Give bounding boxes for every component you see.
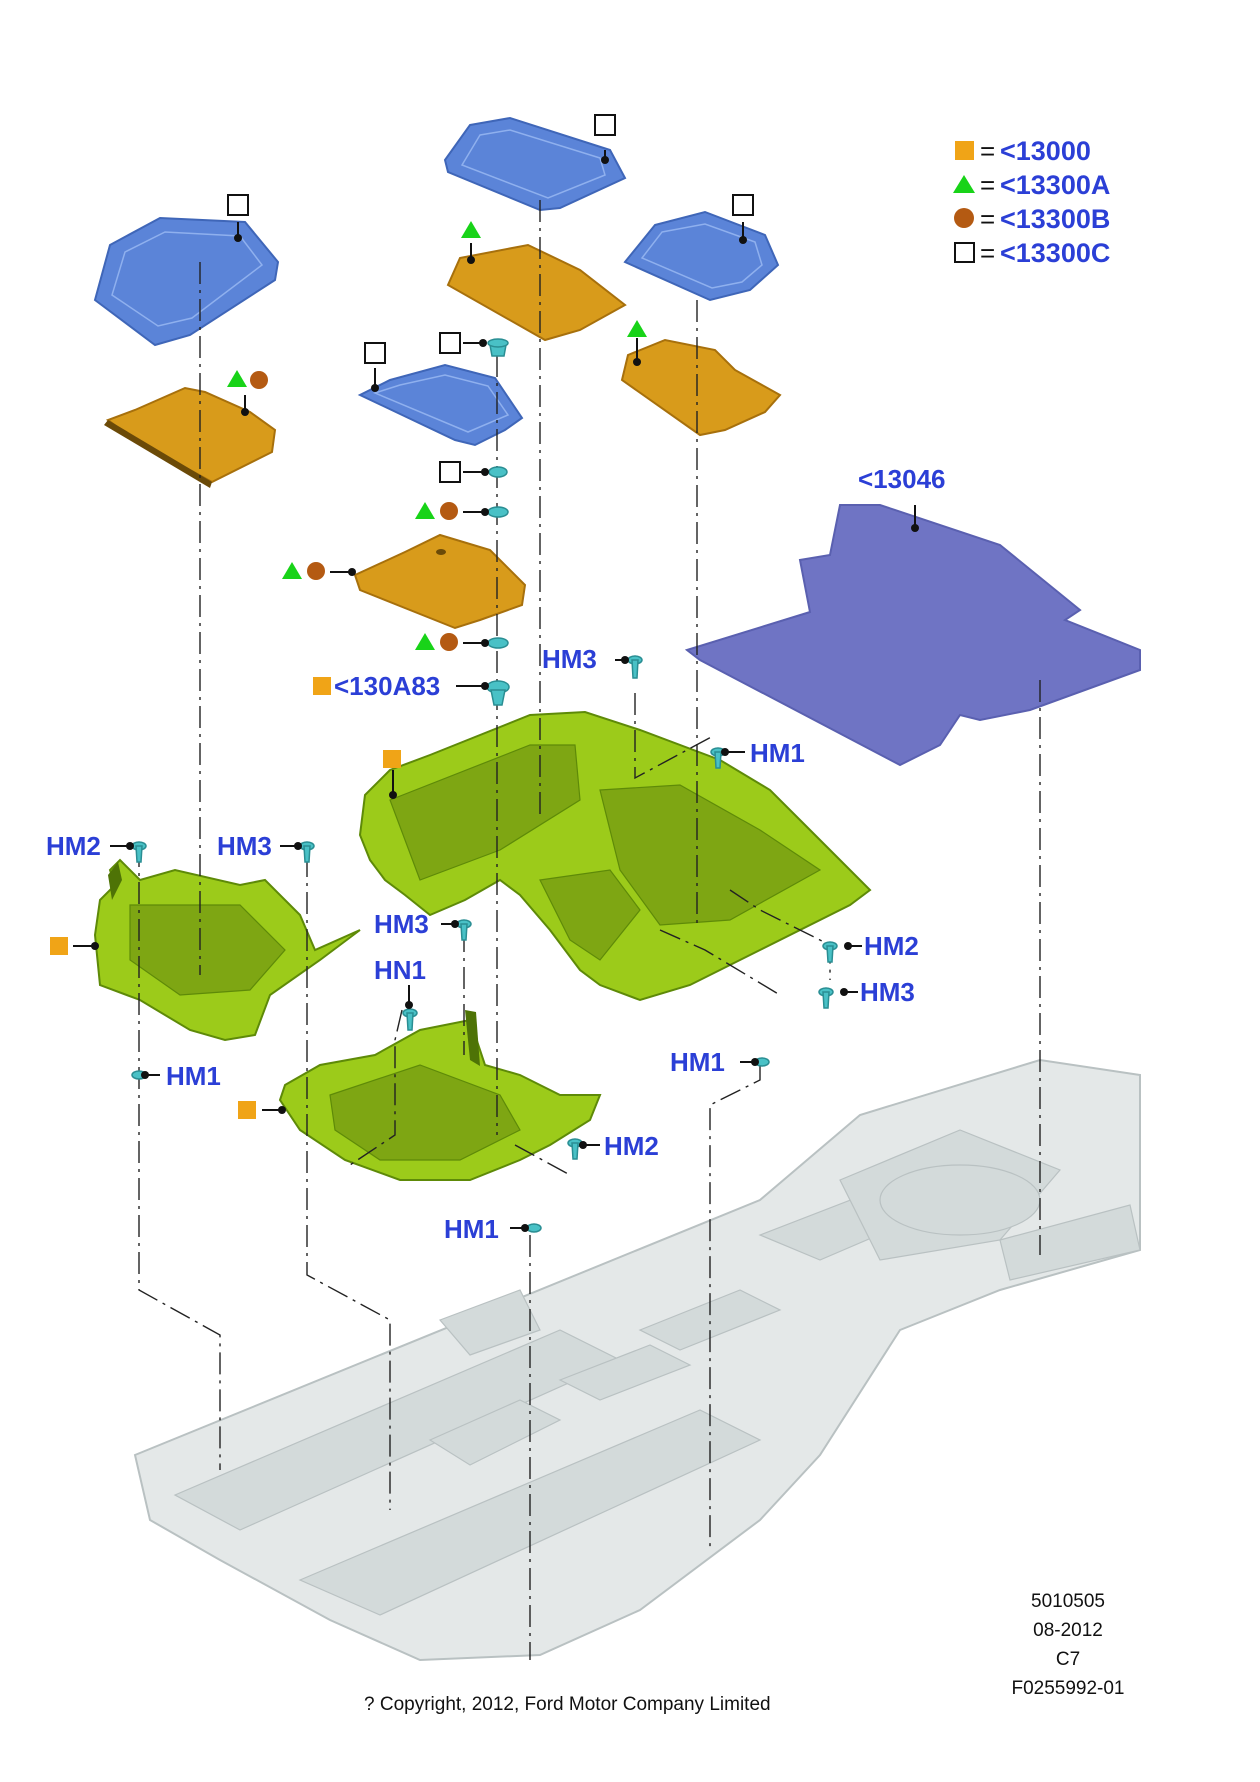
marker-triangle-green [415, 633, 435, 650]
markers [50, 114, 754, 1119]
blue-mat-center-top [443, 116, 627, 212]
label-hm3: HM3 [374, 909, 429, 939]
footer: ? Copyright, 2012, Ford Motor Company Li… [364, 1591, 1125, 1715]
marker-square-white [364, 342, 386, 364]
marker-triangle-green [627, 320, 647, 337]
orange-mat-front-left [104, 386, 277, 488]
marker-square-orange [50, 937, 68, 955]
legend: = <13000 = <13300A = <13300B = <13300C [953, 136, 1110, 268]
legend-code-13000: <13000 [1000, 136, 1091, 166]
label-hm1: HM1 [444, 1214, 499, 1244]
label-trunk-mat: <13046 [858, 464, 945, 494]
assembly-lines [138, 200, 1041, 1660]
legend-code-13300b: <13300B [1000, 204, 1110, 234]
marker-triangle-green [415, 502, 435, 519]
label-fastener-130a83: <130A83 [334, 671, 440, 701]
orange-mat-rear-right [620, 338, 782, 437]
orange-mat-center-top [446, 243, 627, 342]
ref-code: C7 [1056, 1649, 1080, 1670]
marker-square-white [594, 114, 616, 136]
leader-lines [73, 150, 919, 1232]
marker-square-orange [383, 750, 401, 768]
figure-id: F0255992-01 [1011, 1678, 1124, 1699]
callouts: <13046 <130A83 HM3 HM1 HM2 HM3 HM3 HN1 H… [46, 464, 945, 1244]
legend-triangle-green-icon [953, 175, 975, 193]
legend-code-13300c: <13300C [1000, 238, 1110, 268]
trunk-mat [684, 504, 1141, 767]
label-hm1: HM1 [750, 738, 805, 768]
blue-mat-center-small [357, 363, 524, 447]
marker-square-white [439, 332, 461, 354]
legend-square-white-icon [954, 242, 975, 263]
ref-date: 08-2012 [1033, 1620, 1103, 1641]
blue-mat-rear-right [623, 210, 780, 302]
label-hm1: HM1 [670, 1047, 725, 1077]
carpet-left-front [93, 858, 361, 1042]
marker-triangle-green [461, 221, 481, 238]
ref-number: 5010505 [1031, 1591, 1105, 1612]
label-hm2: HM2 [46, 831, 101, 861]
marker-circle-brown [307, 562, 325, 580]
label-hm1: HM1 [166, 1061, 221, 1091]
marker-square-white [439, 461, 461, 483]
carpet-left-rear [278, 1010, 602, 1181]
carpet-main [358, 710, 872, 1002]
legend-eq: = [980, 136, 995, 166]
label-hn1: HN1 [374, 955, 426, 985]
marker-square-white [227, 194, 249, 216]
copyright-text: ? Copyright, 2012, Ford Motor Company Li… [364, 1694, 771, 1715]
marker-circle-brown [440, 502, 458, 520]
marker-triangle-green [282, 562, 302, 579]
legend-circle-brown-icon [954, 208, 974, 228]
marker-circle-brown [440, 633, 458, 651]
label-hm3: HM3 [217, 831, 272, 861]
label-hm3: HM3 [860, 977, 915, 1007]
orange-mat-center-mid [353, 533, 527, 630]
marker-triangle-green [227, 370, 247, 387]
legend-code-13300a: <13300A [1000, 170, 1110, 200]
blue-mat-front-left [93, 216, 280, 347]
label-hm2: HM2 [604, 1131, 659, 1161]
label-hm2: HM2 [864, 931, 919, 961]
marker-square-orange [238, 1101, 256, 1119]
marker-square-orange [313, 677, 331, 695]
legend-eq: = [980, 238, 995, 268]
label-hm3: HM3 [542, 644, 597, 674]
marker-circle-brown [250, 371, 268, 389]
legend-eq: = [980, 170, 995, 200]
marker-square-white [732, 194, 754, 216]
legend-eq: = [980, 204, 995, 234]
legend-square-orange-icon [955, 141, 974, 160]
